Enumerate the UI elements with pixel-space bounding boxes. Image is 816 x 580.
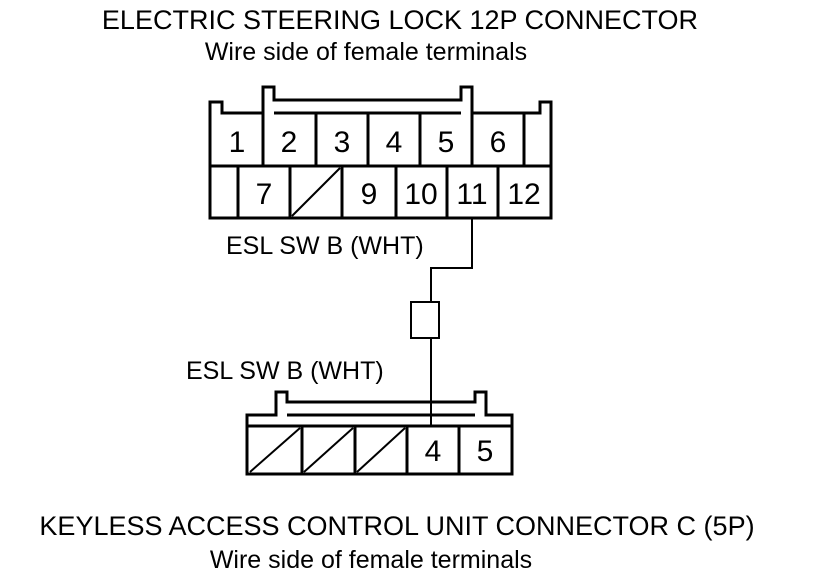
pin-number: 4 xyxy=(386,126,403,159)
unused-terminal-slash xyxy=(303,427,354,473)
top-connector-title: ELECTRIC STEERING LOCK 12P CONNECTOR xyxy=(102,5,698,35)
pin-number: 5 xyxy=(477,435,494,468)
top-connector: 1 2 3 4 5 6 7 9 10 11 12 xyxy=(208,85,553,220)
unused-terminal-slash xyxy=(356,427,406,473)
pin-number: 11 xyxy=(456,178,487,211)
pin-number: 6 xyxy=(490,126,507,159)
wire-esl-sw-b: ESL SW B (WHT) ESL SW B (WHT) xyxy=(186,218,473,426)
pin-number: 7 xyxy=(256,178,273,211)
pin-number: 1 xyxy=(229,126,246,159)
unused-terminal-slash xyxy=(291,167,341,217)
pin-number: 3 xyxy=(334,126,351,159)
pin-number: 12 xyxy=(507,178,540,211)
pin-number: 10 xyxy=(404,178,437,211)
pin-number: 2 xyxy=(281,126,298,159)
pin-number: 4 xyxy=(425,435,442,468)
bottom-connector-outline xyxy=(245,390,514,476)
junction-box xyxy=(410,301,440,339)
unused-terminal-slash xyxy=(249,427,301,473)
bottom-connector: 4 5 xyxy=(245,390,514,476)
pin-number: 5 xyxy=(438,126,455,159)
top-connector-outline xyxy=(208,85,553,220)
wire-label-top: ESL SW B (WHT) xyxy=(226,232,424,260)
wire-segment-upper xyxy=(430,218,473,302)
bottom-connector-subtitle: Wire side of female terminals xyxy=(210,546,532,574)
top-connector-subtitle: Wire side of female terminals xyxy=(205,38,527,66)
bottom-connector-title: KEYLESS ACCESS CONTROL UNIT CONNECTOR C … xyxy=(39,511,754,541)
pin-number: 9 xyxy=(361,178,378,211)
wire-label-bottom: ESL SW B (WHT) xyxy=(186,357,384,385)
